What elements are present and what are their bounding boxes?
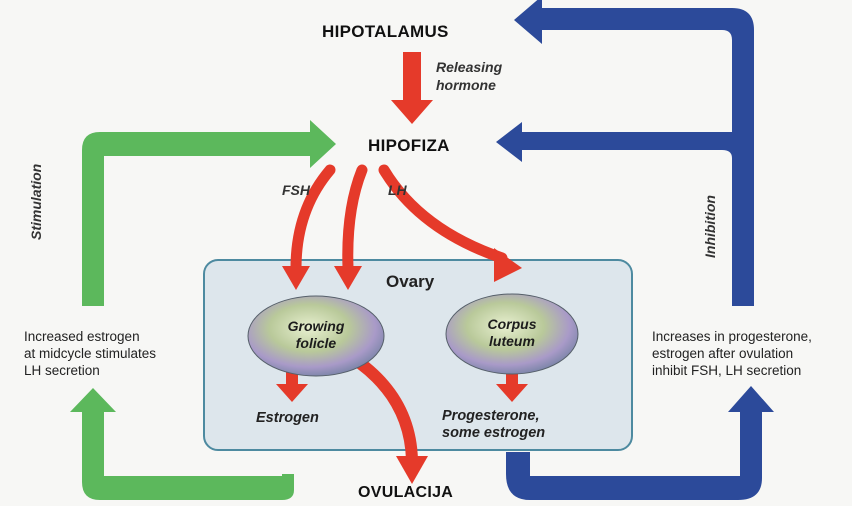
- lh-label: LH: [388, 182, 407, 198]
- ovary-label: Ovary: [386, 272, 434, 292]
- growing-follicle-label: Growing folicle: [270, 318, 362, 352]
- releasing-hormone-arrow: [391, 52, 433, 124]
- estrogen-label: Estrogen: [256, 410, 319, 426]
- corpus-luteum-line-1: Corpus: [466, 316, 558, 333]
- left-note-line-3: LH secretion: [24, 362, 156, 379]
- left-note-line-2: at midcycle stimulates: [24, 345, 156, 362]
- fsh-label: FSH: [282, 182, 310, 198]
- right-note-line-3: inhibit FSH, LH secretion: [652, 362, 812, 379]
- releasing-hormone-line-2: hormone: [436, 76, 502, 94]
- right-note: Increases in progesterone, estrogen afte…: [652, 328, 812, 379]
- corpus-luteum-label: Corpus luteum: [466, 316, 558, 350]
- releasing-hormone-line-1: Releasing: [436, 58, 502, 76]
- progesterone-line-2: some estrogen: [442, 425, 545, 442]
- inhibition-label: Inhibition: [702, 195, 718, 258]
- stimulation-label: Stimulation: [28, 164, 44, 240]
- releasing-hormone-label: Releasing hormone: [436, 58, 502, 94]
- hypothalamus-label: HIPOTALAMUS: [322, 22, 449, 42]
- left-note-line-1: Increased estrogen: [24, 328, 156, 345]
- right-note-line-2: estrogen after ovulation: [652, 345, 812, 362]
- ovulation-label: OVULACIJA: [358, 484, 453, 502]
- growing-follicle-line-1: Growing: [270, 318, 362, 335]
- pituitary-label: HIPOFIZA: [368, 136, 450, 156]
- growing-follicle-line-2: folicle: [270, 335, 362, 352]
- progesterone-line-1: Progesterone,: [442, 408, 545, 425]
- right-note-line-1: Increases in progesterone,: [652, 328, 812, 345]
- left-note: Increased estrogen at midcycle stimulate…: [24, 328, 156, 379]
- corpus-luteum-line-2: luteum: [466, 333, 558, 350]
- progesterone-label: Progesterone, some estrogen: [442, 408, 545, 442]
